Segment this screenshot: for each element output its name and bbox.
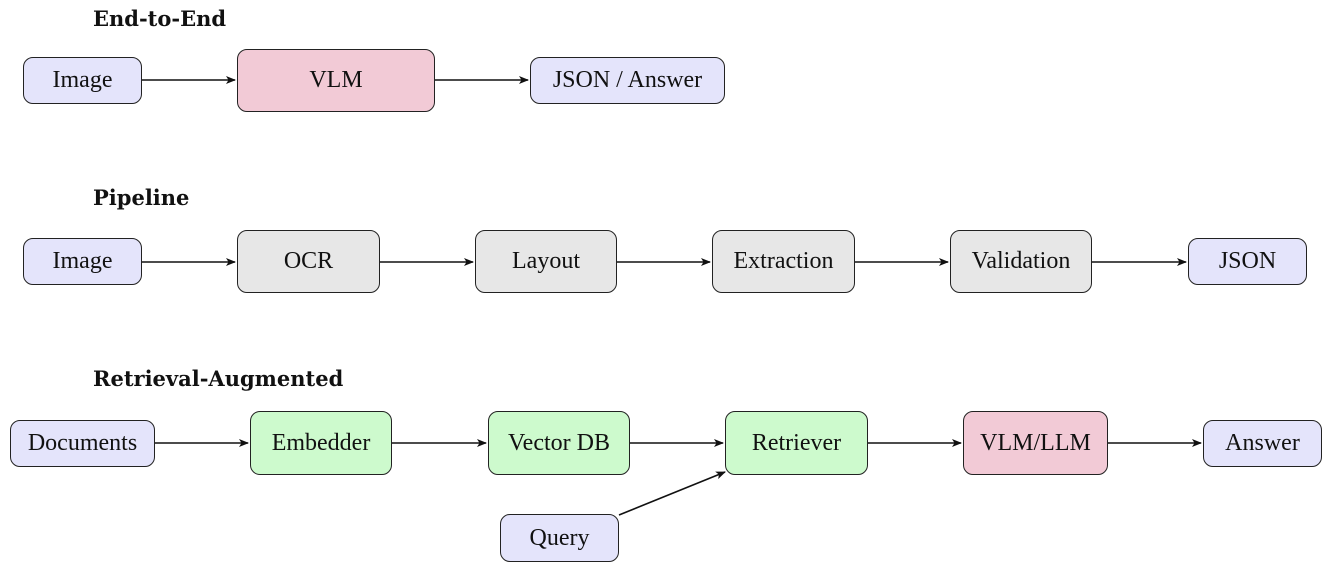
node-rag-documents: Documents [10,420,155,467]
node-e2e-image: Image [23,57,142,104]
node-pipe-extraction: Extraction [712,230,855,293]
section-title-rag: Retrieval-Augmented [93,366,344,391]
node-pipe-image: Image [23,238,142,285]
node-rag-vlm-llm: VLM/LLM [963,411,1108,475]
edge-rag-query-retriever [618,471,726,516]
node-pipe-layout: Layout [475,230,617,293]
node-rag-retriever: Retriever [725,411,868,475]
node-e2e-json-answer: JSON / Answer [530,57,725,104]
node-rag-answer: Answer [1203,420,1322,467]
node-pipe-json: JSON [1188,238,1307,285]
node-rag-vector-db: Vector DB [488,411,630,475]
node-pipe-validation: Validation [950,230,1092,293]
node-e2e-vlm: VLM [237,49,435,112]
section-title-end-to-end: End-to-End [93,6,227,31]
node-rag-query: Query [500,514,619,562]
node-pipe-ocr: OCR [237,230,380,293]
node-rag-embedder: Embedder [250,411,392,475]
section-title-pipeline: Pipeline [93,185,190,210]
